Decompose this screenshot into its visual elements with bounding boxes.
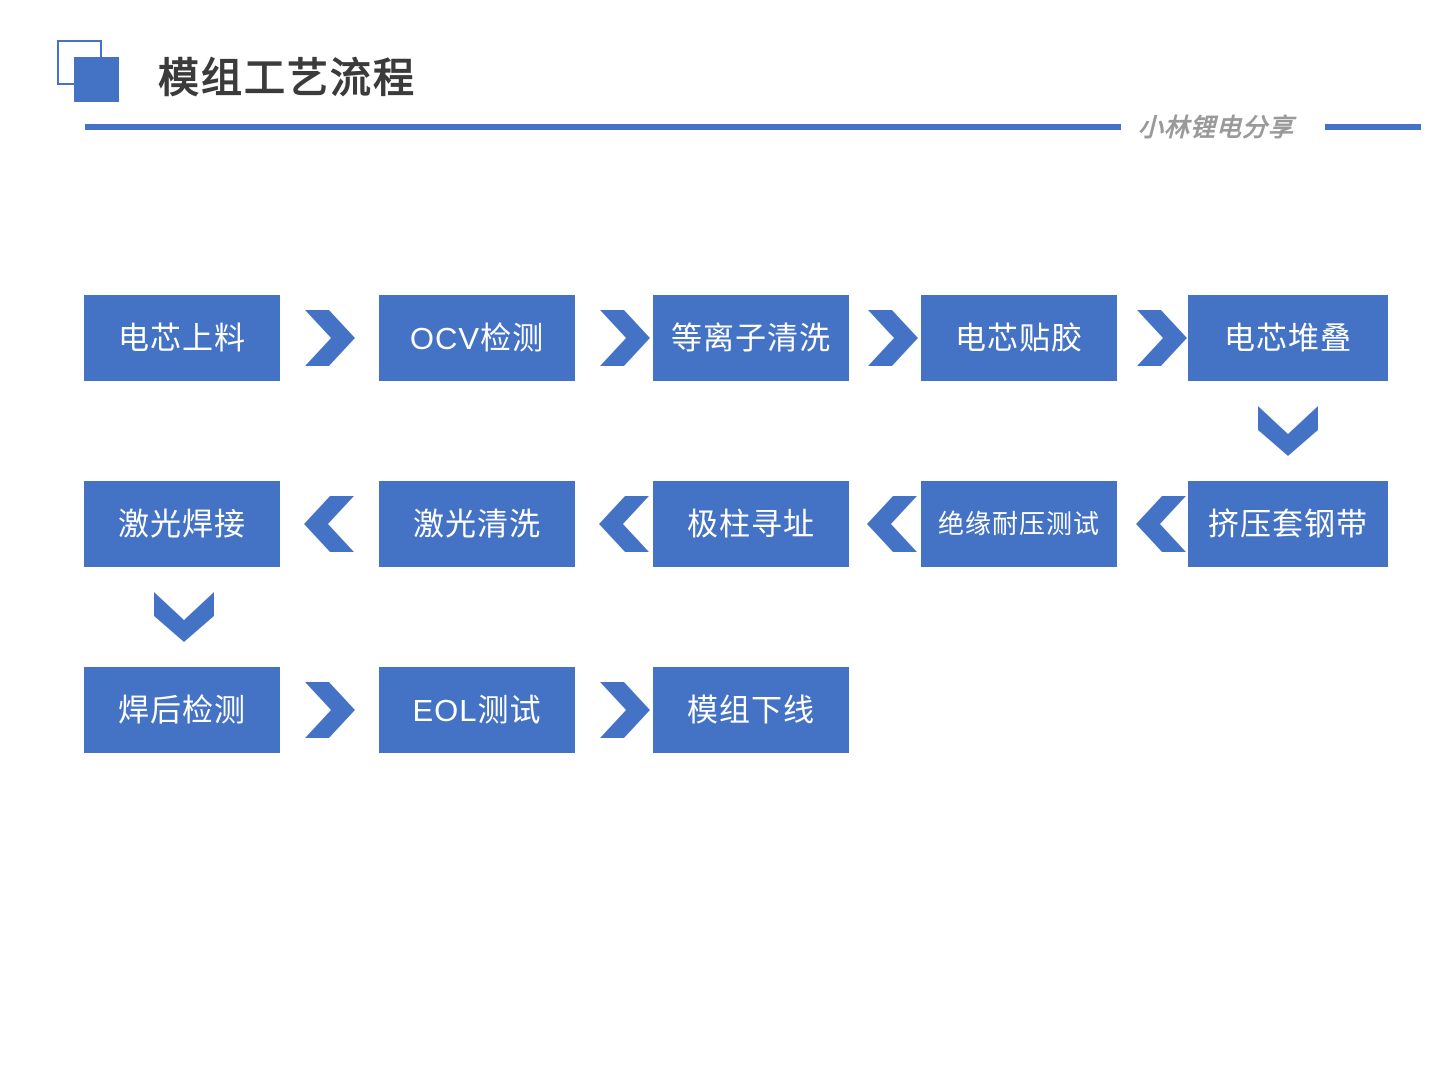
page-title: 模组工艺流程 <box>158 55 416 101</box>
chevron-down-icon <box>152 590 216 644</box>
flow-node[interactable]: 模组下线 <box>653 667 849 753</box>
chevron-right-icon <box>303 308 357 368</box>
flow-node[interactable]: 焊后检测 <box>84 667 280 753</box>
flow-node[interactable]: EOL测试 <box>379 667 575 753</box>
chevron-right-icon <box>303 680 357 740</box>
chevron-left-icon <box>597 494 651 554</box>
flow-node[interactable]: 挤压套钢带 <box>1188 481 1388 567</box>
watermark-label: 小林锂电分享 <box>1138 114 1295 142</box>
header-divider-line <box>85 124 1121 130</box>
chevron-right-icon <box>1135 308 1189 368</box>
chevron-right-icon <box>598 680 652 740</box>
chevron-left-icon <box>1134 494 1188 554</box>
chevron-right-icon <box>598 308 652 368</box>
logo-filled-square <box>74 57 119 102</box>
double-square-logo-icon <box>57 40 119 102</box>
flow-node[interactable]: 极柱寻址 <box>653 481 849 567</box>
header-divider-line-tail <box>1325 124 1421 130</box>
flow-node[interactable]: 激光焊接 <box>84 481 280 567</box>
chevron-left-icon <box>865 494 919 554</box>
flow-node[interactable]: 绝缘耐压测试 <box>921 481 1117 567</box>
page-header: 模组工艺流程 小林锂电分享 <box>0 0 1435 160</box>
flow-node[interactable]: 等离子清洗 <box>653 295 849 381</box>
chevron-down-icon <box>1256 404 1320 458</box>
flow-node[interactable]: OCV检测 <box>379 295 575 381</box>
chevron-left-icon <box>302 494 356 554</box>
flow-node[interactable]: 电芯堆叠 <box>1188 295 1388 381</box>
flow-node[interactable]: 激光清洗 <box>379 481 575 567</box>
chevron-right-icon <box>866 308 920 368</box>
flow-node[interactable]: 电芯贴胶 <box>921 295 1117 381</box>
flow-node[interactable]: 电芯上料 <box>84 295 280 381</box>
